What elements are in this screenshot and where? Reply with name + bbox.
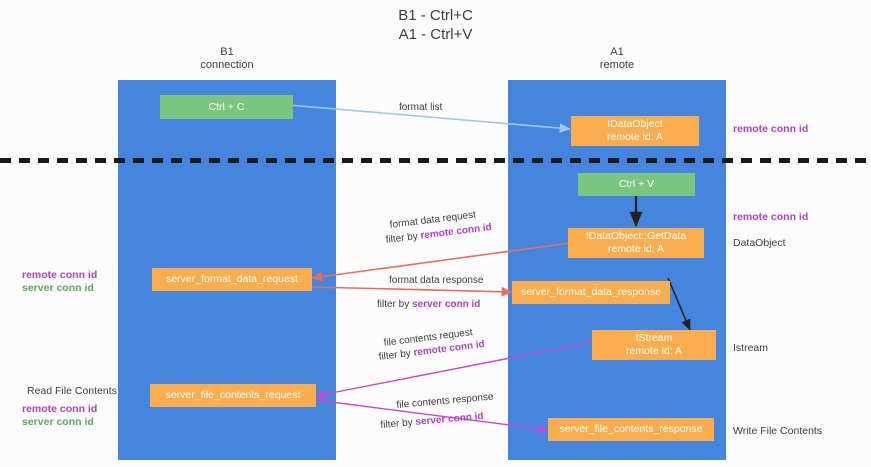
node-server-file-contents-response-label: server_file_contents_response xyxy=(559,423,703,435)
lane-header-b1: B1 connection xyxy=(118,46,336,72)
node-server-format-data-response[interactable]: server_format_data_response xyxy=(512,281,670,304)
arrow-format-data-response xyxy=(311,286,513,297)
edge-label-format-data-response: format data response xyxy=(389,275,484,286)
annotation-left-read-file-contents: Read File Contents xyxy=(27,385,117,397)
edge-label-format-data-response-filter-prefix: filter by xyxy=(377,299,413,310)
node-server-file-contents-response[interactable]: server_file_contents_response xyxy=(548,418,714,441)
node-ctrl-c-label: Ctrl + C xyxy=(208,100,245,113)
lane-header-a1-role: remote xyxy=(599,59,635,71)
diagram-title-line-2: A1 - Ctrl+V xyxy=(398,26,473,43)
lane-header-a1-name: A1 xyxy=(610,46,624,58)
annotation-right-remote-conn-id-top: remote conn id xyxy=(733,123,809,135)
edge-label-file-contents-request-filter-prefix: filter by xyxy=(378,347,415,363)
annotation-left-remote-conn-id-bottom: remote conn id xyxy=(22,403,98,415)
node-getdata-line-1: IDataObject::GetData xyxy=(585,230,687,242)
edge-label-file-contents-response: file contents response xyxy=(396,391,494,411)
annotation-left-server-conn-id-mid: server conn id xyxy=(22,282,94,294)
edge-label-file-contents-response-filter-prefix: filter by xyxy=(380,416,416,431)
edge-label-file-contents-response-filter: filter by server conn id xyxy=(380,410,484,432)
annotation-left-remote-conn-id-mid: remote conn id xyxy=(22,269,98,281)
node-server-format-data-request-label: server_format_data_request xyxy=(166,273,298,285)
node-server-file-contents-request-label: server_file_contents_request xyxy=(165,389,301,401)
annotation-right-remote-conn-id-mid: remote conn id xyxy=(733,211,809,223)
node-idataobject-remote[interactable]: IDataObject remote id: A xyxy=(571,116,699,146)
node-server-file-contents-request[interactable]: server_file_contents_request xyxy=(150,384,316,407)
node-idataobject-getdata[interactable]: IDataObject::GetData remote id: A xyxy=(568,228,704,258)
lane-header-a1: A1 remote xyxy=(508,46,726,72)
annotation-left-server-conn-id-bottom: server conn id xyxy=(22,416,94,428)
diagram-title-line-1: B1 - Ctrl+C xyxy=(398,7,473,24)
node-istream-line-2: remote id: A xyxy=(625,345,683,357)
node-server-format-data-request[interactable]: server_format_data_request xyxy=(152,268,312,291)
node-ctrl-v[interactable]: Ctrl + V xyxy=(578,173,695,196)
node-getdata-line-2: remote id: A xyxy=(607,243,665,255)
node-istream[interactable]: IStream remote id: A xyxy=(592,330,716,360)
phase-divider xyxy=(0,158,871,163)
node-idataobject-line-1: IDataObject xyxy=(607,118,663,130)
edge-label-format-data-response-filter-key: server conn id xyxy=(412,299,481,310)
annotation-right-write-file-contents: Write File Contents xyxy=(733,425,823,437)
edge-label-format-data-response-filter: filter by server conn id xyxy=(377,298,480,311)
edge-label-format-list: format list xyxy=(399,102,443,113)
lane-header-b1-name: B1 xyxy=(220,46,234,58)
node-ctrl-v-label: Ctrl + V xyxy=(618,178,655,190)
edge-label-file-contents-response-filter-key: server conn id xyxy=(414,410,485,428)
node-ctrl-c[interactable]: Ctrl + C xyxy=(160,95,293,119)
diagram-title: B1 - Ctrl+C A1 - Ctrl+V xyxy=(0,6,871,44)
node-idataobject-line-2: remote id: A xyxy=(606,131,664,143)
node-istream-line-1: IStream xyxy=(635,332,673,344)
annotation-right-istream: Istream xyxy=(733,342,769,354)
edge-label-format-data-request-filter-prefix: filter by xyxy=(385,230,422,246)
lane-header-b1-role: connection xyxy=(200,59,254,71)
node-server-format-data-response-label: server_format_data_response xyxy=(520,286,662,298)
annotation-right-dataobject: DataObject xyxy=(733,237,786,249)
